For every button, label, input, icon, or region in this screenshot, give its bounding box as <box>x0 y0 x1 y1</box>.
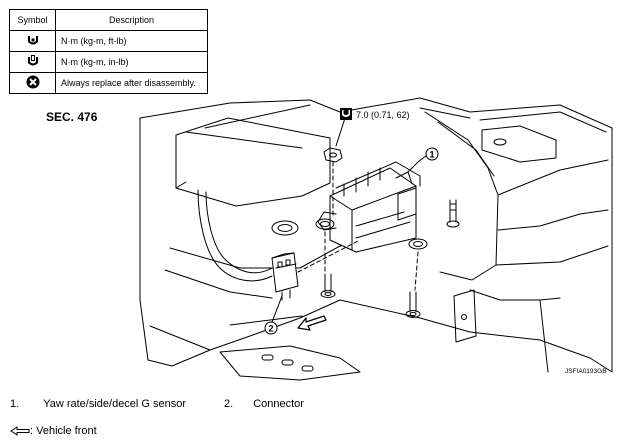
right-rail <box>424 111 499 281</box>
table-row: Always replace after disassembly. <box>9 72 208 94</box>
legend-item-2: 2. Connector <box>224 398 304 410</box>
legend-text: Connector <box>253 398 304 410</box>
legend-number: 1. <box>10 398 20 410</box>
callout-2: 2 <box>264 321 278 335</box>
connector <box>271 252 299 301</box>
floor-panel <box>139 97 613 373</box>
symbol-header: Symbol <box>9 9 56 31</box>
front-note-text: : Vehicle front <box>30 425 97 437</box>
svg-text:2: 2 <box>268 324 273 334</box>
table-row: N·m (kg-m, ft-lb) <box>9 30 208 52</box>
legend-number: 2. <box>224 398 234 410</box>
wire-harness <box>197 189 273 282</box>
nut <box>323 147 343 163</box>
description-header: Description <box>55 9 208 31</box>
callout-1: 1 <box>425 147 439 161</box>
svg-text:1: 1 <box>429 150 434 160</box>
front-arrow-icon <box>10 426 30 436</box>
table-row: N·m (kg-m, in-lb) <box>9 51 208 73</box>
legend-text: Yaw rate/side/decel G sensor <box>43 398 187 410</box>
legend-item-1: 1. Yaw rate/side/decel G sensor <box>10 398 186 410</box>
torque-spec-icon <box>340 108 352 120</box>
symbol-table: Symbol Description N·m (kg-m, ft-lb) N·m… <box>9 9 208 94</box>
raised-panel <box>175 117 331 207</box>
image-code: JSFIA0193GB <box>565 368 607 375</box>
yaw-rate-sensor <box>317 161 421 253</box>
vehicle-front-note: : Vehicle front <box>10 425 97 437</box>
vehicle-front-arrow <box>297 315 327 331</box>
floor-slots <box>219 345 361 381</box>
section-label: SEC. 476 <box>46 110 98 124</box>
table-cell-description: Always replace after disassembly. <box>55 72 208 94</box>
replace-x-icon <box>26 75 39 89</box>
floor-hole <box>271 220 299 236</box>
torque-wrench-small-icon <box>27 55 38 66</box>
symbol-table-header: Symbol Description <box>9 9 208 31</box>
torque-wrench-icon <box>27 36 38 45</box>
torque-spec: 7.0 (0.71, 62) <box>356 110 410 120</box>
